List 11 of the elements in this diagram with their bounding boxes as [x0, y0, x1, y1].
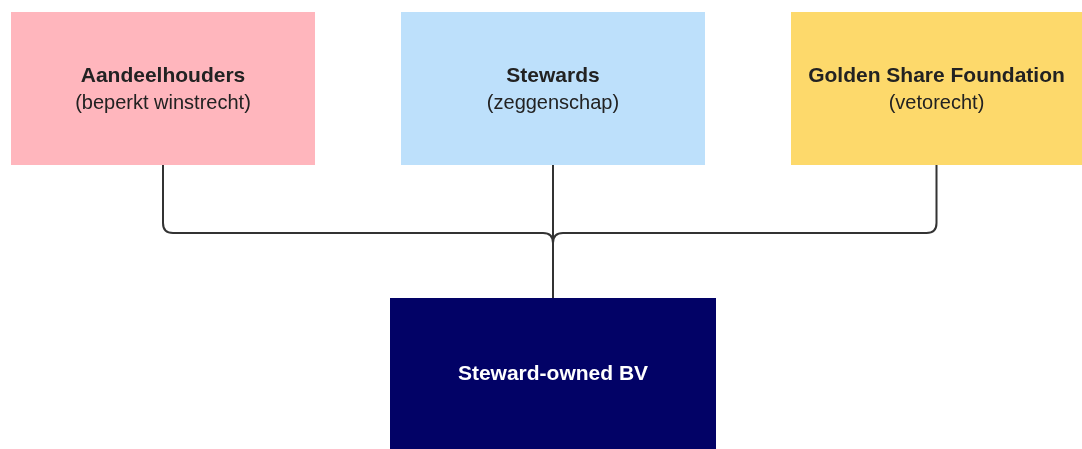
- org-box: [401, 12, 705, 165]
- entity-name: Aandeelhouders: [80, 62, 246, 89]
- org-box: [11, 12, 315, 165]
- entity-name: Golden Share Foundation: [808, 62, 1065, 89]
- org-box: [791, 12, 1082, 165]
- entity-name: Steward-owned BV: [457, 360, 649, 387]
- entity-name: Stewards: [506, 62, 600, 89]
- entity-role: (beperkt winstrecht): [75, 89, 251, 115]
- entity-role: (vetorecht): [888, 89, 985, 115]
- entity-role: (zeggenschap): [486, 89, 620, 115]
- org-box: [390, 298, 716, 449]
